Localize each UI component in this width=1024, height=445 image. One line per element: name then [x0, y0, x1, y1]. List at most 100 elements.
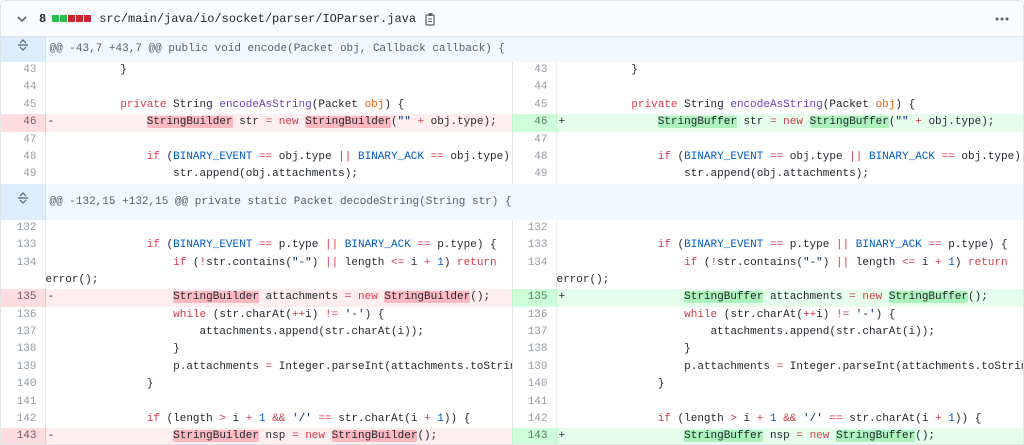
line-number-right[interactable]: 140: [511, 376, 557, 394]
diff-row: 136 while (str.charAt(++i) != '-') {136 …: [1, 306, 1023, 325]
code-token: }: [578, 64, 638, 76]
code-token: (: [670, 150, 685, 163]
code-token: obj: [364, 98, 385, 111]
code-token: StringBuilder: [173, 430, 259, 443]
line-number-left[interactable]: 139: [1, 358, 46, 377]
line-number-right[interactable]: 134: [511, 254, 557, 272]
diff-row: 138 }138 }: [1, 341, 1023, 359]
line-number-left[interactable]: 132: [1, 219, 46, 238]
line-number-left[interactable]: 138: [1, 341, 46, 359]
code-token: str.contains(: [206, 256, 292, 269]
code-token: return: [968, 256, 1008, 269]
line-number-left[interactable]: 140: [1, 376, 46, 394]
code-token: +: [417, 116, 425, 129]
line-number-left[interactable]: 137: [1, 324, 46, 342]
chevron-down-icon[interactable]: [15, 12, 29, 26]
line-number-left[interactable]: 47: [1, 131, 46, 149]
code-token: obj.type);: [921, 116, 995, 129]
code-token: obj.type: [272, 150, 339, 163]
line-number-left[interactable]: 142: [1, 411, 46, 429]
code-token: p.attachments: [67, 360, 266, 373]
line-number-left[interactable]: 133: [1, 237, 46, 255]
line-number-right[interactable]: 47: [511, 131, 557, 149]
code-token: BINARY_ACK: [344, 239, 411, 252]
diff-row: 134 if (!str.contains("-") || length <= …: [1, 254, 1023, 272]
code-token: attachments.append(str.charAt(i));: [578, 326, 935, 339]
code-token: ();: [470, 291, 491, 304]
line-number-left[interactable]: 134: [1, 254, 46, 272]
code-token: ==: [258, 239, 273, 252]
line-number-left[interactable]: 46: [1, 114, 46, 132]
line-number-right[interactable]: 46: [511, 114, 557, 132]
code-token: [68, 291, 174, 303]
line-number-right[interactable]: 133: [511, 237, 557, 255]
expand-icon[interactable]: [1, 37, 46, 62]
code-right: + StringBuffer nsp = new StringBuffer();: [556, 428, 1023, 444]
line-number-right[interactable]: 45: [511, 96, 557, 115]
code-token: BINARY_ACK: [868, 150, 935, 163]
code-token: [763, 239, 770, 251]
code-token: ||: [849, 150, 863, 163]
diff-row: 141 141: [1, 393, 1023, 412]
line-number-right[interactable]: 132: [511, 219, 557, 238]
line-number-right[interactable]: 137: [511, 324, 557, 342]
hunk-header-row: @@ -132,15 +132,15 @@ private static Pac…: [1, 183, 1023, 220]
code-token: obj.type);: [424, 116, 497, 129]
code-token: error();: [556, 273, 610, 286]
code-token: BINARY_EVENT: [173, 239, 253, 252]
code-token: [579, 291, 685, 303]
line-number-right[interactable]: 136: [511, 306, 557, 325]
line-number-right[interactable]: 48: [511, 148, 557, 167]
file-path[interactable]: src/main/java/io/socket/parser/IOParser.…: [99, 11, 417, 26]
line-number-right[interactable]: 143: [511, 428, 557, 444]
line-number-right[interactable]: 135: [511, 289, 557, 307]
code-right: if (BINARY_EVENT == p.type || BINARY_ACK…: [556, 237, 1023, 254]
code-token: (: [159, 150, 174, 163]
line-number-right[interactable]: 43: [511, 62, 557, 80]
line-number-right[interactable]: 141: [511, 393, 557, 412]
line-number-right[interactable]: 138: [511, 341, 557, 359]
diff-row: 142 if (length > i + 1 && '/' == str.cha…: [1, 411, 1023, 429]
line-number-right[interactable]: 44: [511, 79, 557, 97]
line-number-left[interactable]: 44: [1, 79, 46, 97]
code-token: if: [657, 239, 671, 252]
line-number-right[interactable]: 49: [511, 166, 557, 184]
diff-row: 140 }140 }: [1, 376, 1023, 394]
code-token: 1: [948, 413, 955, 426]
code-token: &&: [783, 413, 797, 426]
code-right: if (!str.contains("-") || length <= i + …: [556, 255, 1023, 272]
expand-icon[interactable]: [1, 183, 46, 220]
code-token: ==: [258, 150, 273, 163]
copy-icon[interactable]: [425, 12, 437, 26]
line-number-left[interactable]: 143: [1, 428, 46, 444]
line-number-left[interactable]: 141: [1, 393, 46, 412]
line-number-right[interactable]: [511, 271, 557, 290]
line-number-left[interactable]: 48: [1, 148, 46, 167]
code-token: StringBuilder: [305, 116, 392, 129]
diff-marker-add: +: [558, 430, 566, 443]
code-token: [272, 116, 279, 128]
line-number-left[interactable]: [1, 271, 46, 290]
code-token: (str.charAt(: [717, 308, 803, 321]
code-token: ();: [915, 430, 936, 443]
code-token: new: [809, 430, 830, 443]
line-number-left[interactable]: 135: [1, 289, 46, 307]
code-token: [68, 151, 147, 163]
code-token: ==: [769, 239, 784, 252]
code-token: [68, 257, 174, 269]
line-number-left[interactable]: 45: [1, 96, 46, 115]
code-token: BINARY_ACK: [855, 239, 922, 252]
code-token: [803, 116, 810, 128]
code-token: (: [670, 239, 685, 252]
diff-row: 139 p.attachments = Integer.parseInt(att…: [1, 358, 1023, 377]
code-token: new: [862, 291, 883, 304]
line-number-left[interactable]: 43: [1, 62, 46, 80]
line-number-left[interactable]: 136: [1, 306, 46, 325]
code-token: '-': [344, 308, 365, 321]
code-token: =: [769, 116, 777, 129]
code-left: [45, 394, 512, 411]
line-number-right[interactable]: 142: [511, 411, 557, 429]
line-number-right[interactable]: 139: [511, 358, 557, 377]
kebab-menu-icon[interactable]: [995, 17, 1009, 21]
line-number-left[interactable]: 49: [1, 166, 46, 184]
